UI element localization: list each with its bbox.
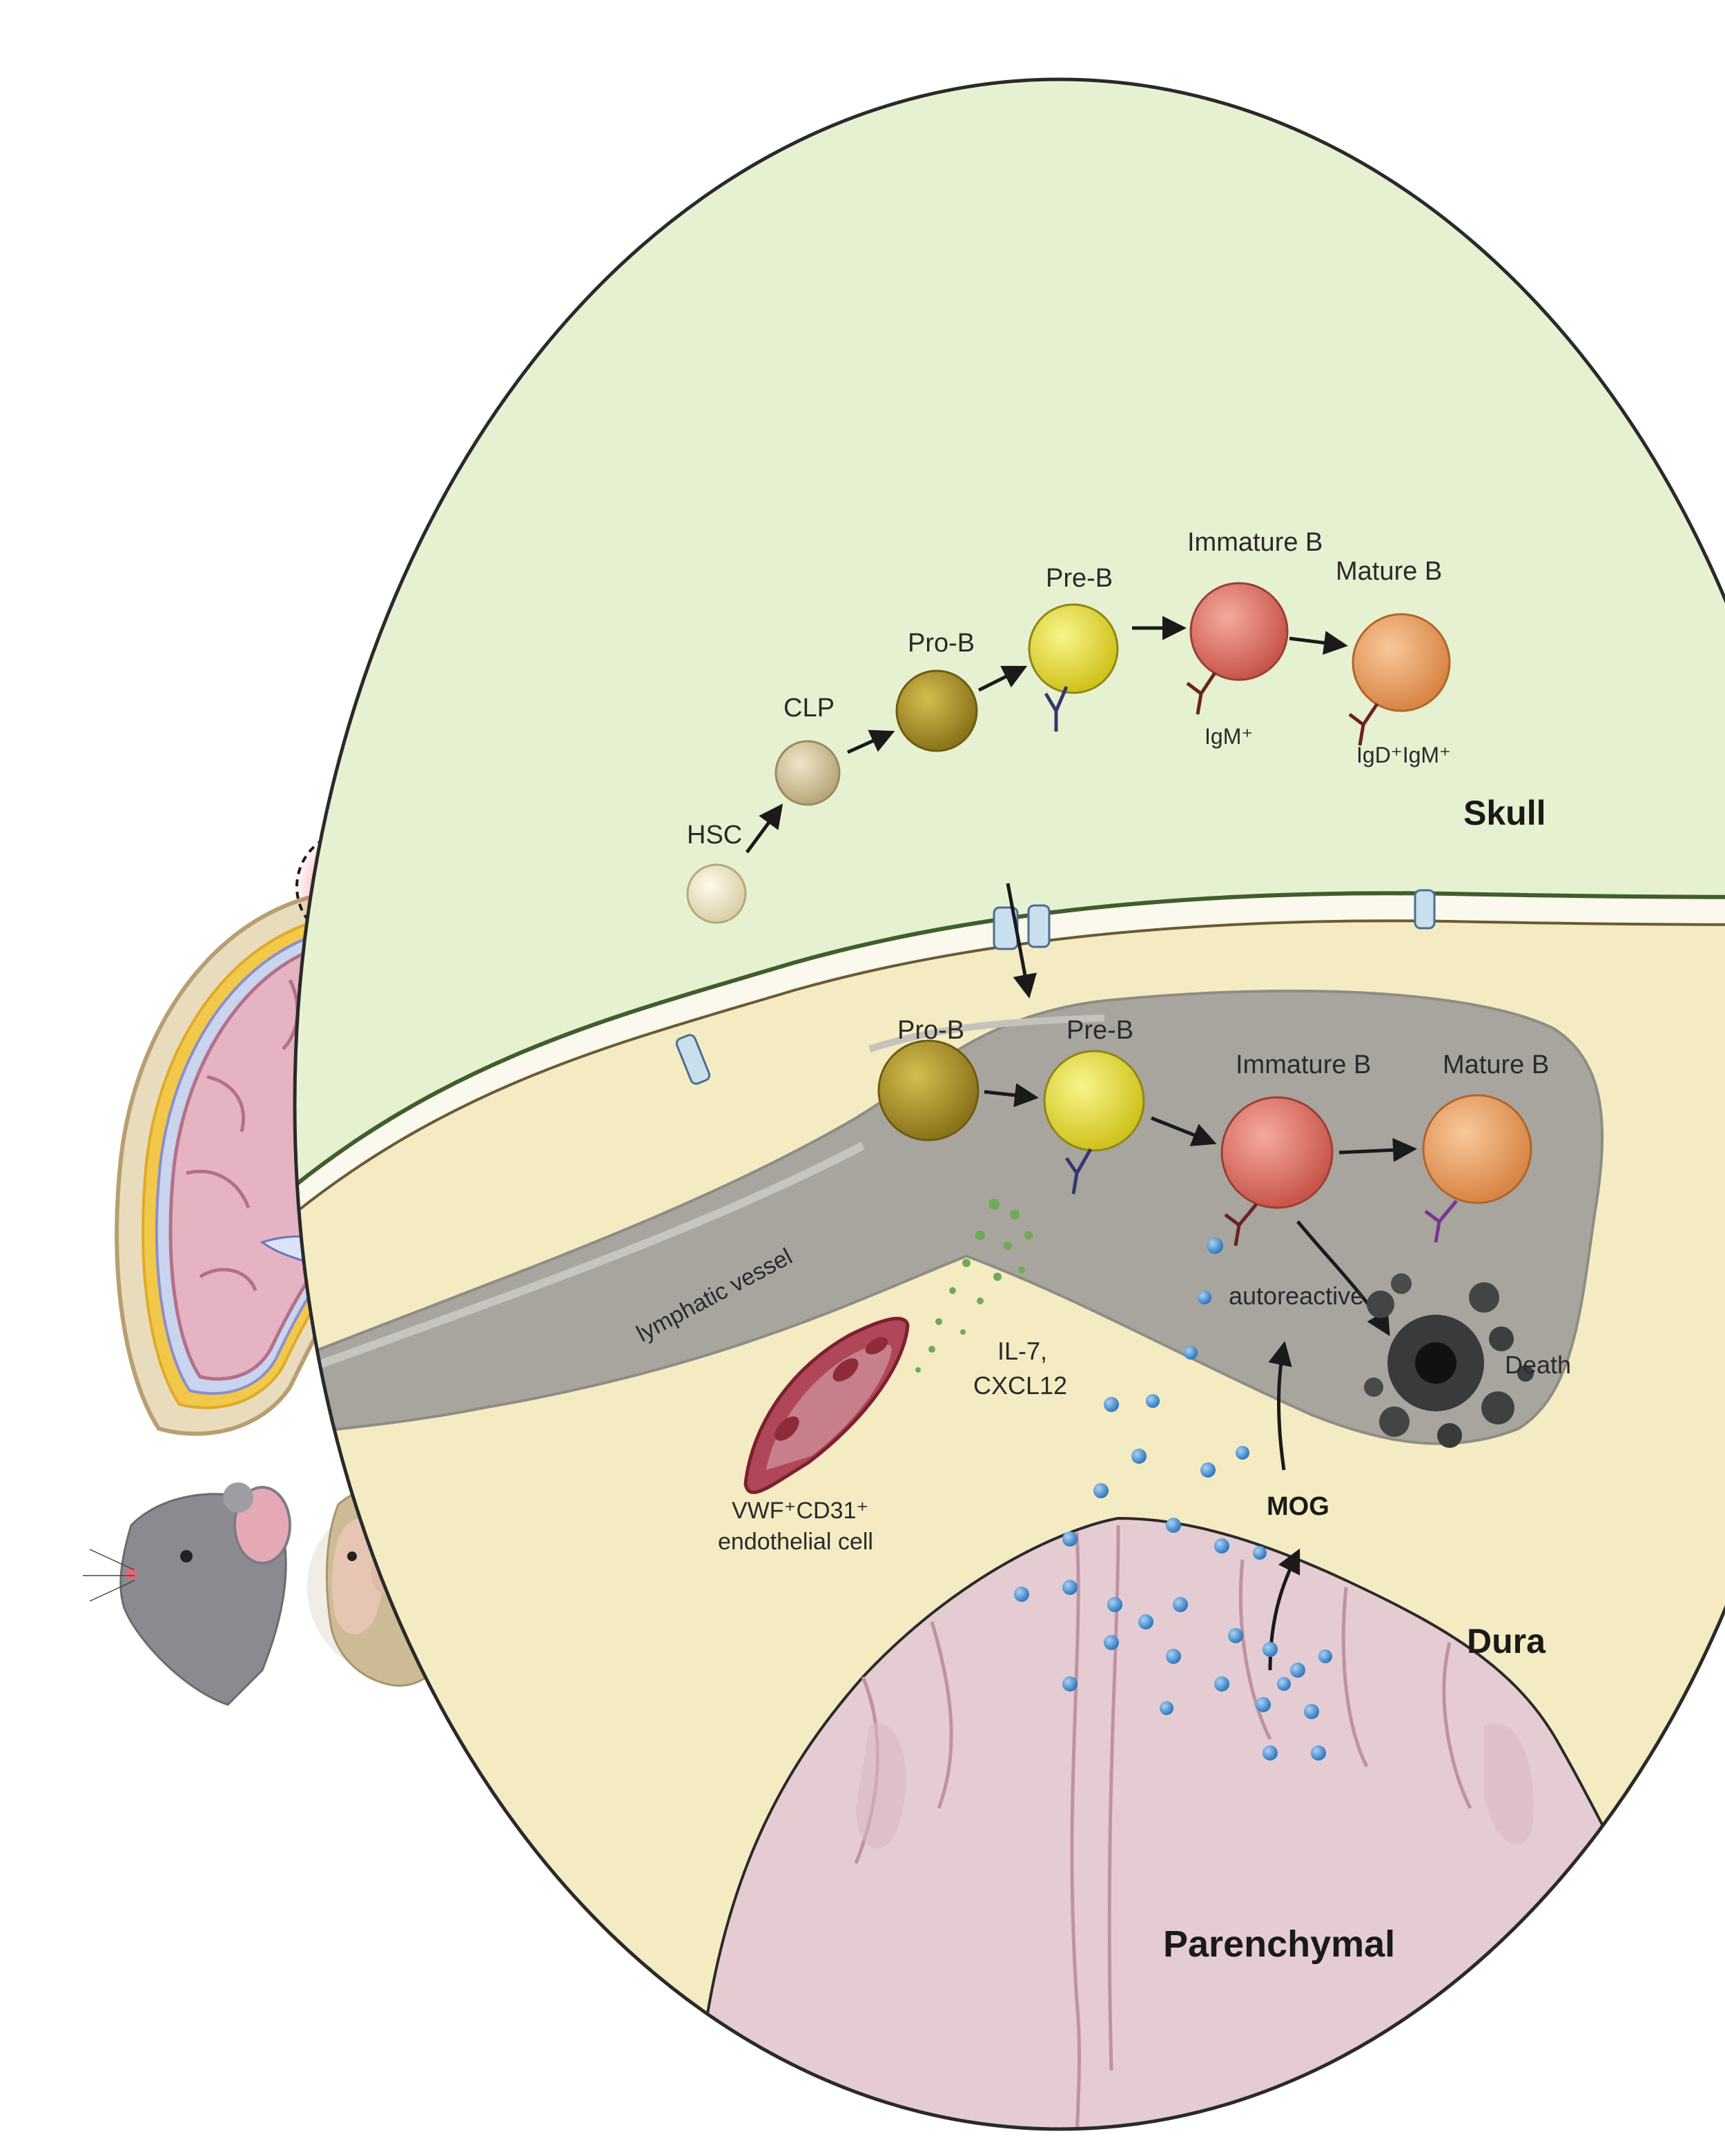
cell-dura-mature-b <box>1422 1094 1532 1204</box>
antibody-icon <box>1064 1148 1093 1195</box>
label-skull-mature-b: Mature B <box>1336 557 1442 586</box>
mog-dots <box>1014 1237 1332 1761</box>
cell-dura-pro-b <box>877 1039 980 1141</box>
label-skull-pro-b: Pro-B <box>908 629 975 658</box>
label-mog: MOG <box>1267 1492 1329 1521</box>
cell-pro-b <box>895 669 978 752</box>
skull-lineage <box>686 582 1451 924</box>
label-dura-mature-b: Mature B <box>1443 1050 1549 1079</box>
dura-lineage <box>877 883 1532 1671</box>
label-vwf: VWF⁺CD31⁺ <box>732 1498 868 1524</box>
label-dura-immature-b: Immature B <box>1236 1050 1371 1079</box>
label-il7: IL-7, <box>997 1337 1047 1365</box>
dead-cell-icon <box>1364 1273 1534 1448</box>
cell-dura-immature-b <box>1220 1096 1334 1209</box>
label-skull-pre-b: Pre-B <box>1046 564 1113 593</box>
cytokine-dots <box>915 1199 1033 1373</box>
label-igd-igm: IgD⁺IgM⁺ <box>1356 743 1451 767</box>
label-parenchymal: Parenchymal <box>1163 1923 1395 1965</box>
cell-clp <box>774 740 841 806</box>
label-endothelial: endothelial cell <box>718 1529 873 1555</box>
label-clp: CLP <box>783 694 835 723</box>
label-cxcl12: CXCL12 <box>973 1371 1067 1400</box>
label-dura-pro-b: Pro-B <box>897 1016 964 1045</box>
label-skull-immature-b: Immature B <box>1187 528 1323 557</box>
label-skull: Skull <box>1463 794 1546 832</box>
label-dura-pre-b: Pre-B <box>1066 1016 1133 1045</box>
label-hsc: HSC <box>687 821 742 850</box>
mouse-icon <box>83 1482 291 1706</box>
endothelial-cell-icon <box>743 1317 910 1494</box>
antibody-icon <box>1044 686 1069 732</box>
antibody-icon <box>1186 672 1379 746</box>
cell-pre-b <box>1028 603 1119 694</box>
label-igm: IgM⁺ <box>1205 724 1253 749</box>
cell-immature-b <box>1189 582 1289 681</box>
label-dura: Dura <box>1467 1622 1546 1660</box>
cell-hsc <box>686 863 747 924</box>
label-autoreactive: autoreactive <box>1229 1282 1364 1310</box>
labels: HSC CLP Pro-B Pre-B Immature B Mature B … <box>632 528 1571 1965</box>
antibody-icon <box>1424 1199 1458 1243</box>
cell-mature-b <box>1352 613 1451 712</box>
antibody-icon <box>1224 1203 1258 1246</box>
cell-dura-pre-b <box>1043 1050 1145 1152</box>
label-death: Death <box>1505 1351 1571 1379</box>
